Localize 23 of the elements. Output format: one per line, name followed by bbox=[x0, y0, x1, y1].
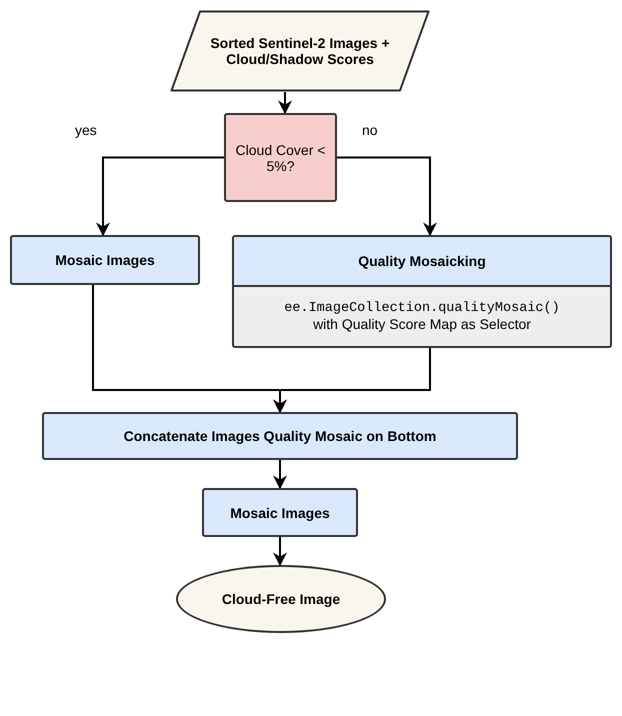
arrow bbox=[273, 348, 431, 414]
edge-label: no bbox=[362, 122, 378, 138]
panel-title: Quality Mosaicking bbox=[358, 253, 486, 269]
node-label: Mosaic Images bbox=[229, 504, 331, 520]
node-label: Sorted Sentinel-2 Images + Cloud/Shadow Scores bbox=[209, 35, 391, 67]
process-box bbox=[202, 488, 358, 537]
arrow bbox=[96, 156, 224, 236]
process-box bbox=[224, 113, 337, 202]
edge-label: yes bbox=[75, 122, 97, 138]
process-panel bbox=[232, 235, 612, 348]
node-label: Mosaic Images bbox=[54, 252, 156, 268]
panel-text: with Quality Score Map as Selector bbox=[312, 316, 532, 332]
code-text: ee.ImageCollection.qualityMosaic() bbox=[283, 301, 561, 316]
input-parallelogram bbox=[170, 10, 430, 92]
arrow bbox=[337, 156, 437, 236]
arrow bbox=[273, 537, 287, 566]
process-box bbox=[42, 412, 518, 460]
node-label: Concatenate Images Quality Mosaic on Bottom bbox=[122, 428, 438, 444]
arrow bbox=[278, 92, 292, 114]
arrow bbox=[273, 460, 287, 490]
process-box bbox=[10, 235, 200, 285]
node-label: Cloud Cover < 5%? bbox=[234, 142, 326, 174]
node-label: Cloud-Free Image bbox=[220, 591, 342, 607]
